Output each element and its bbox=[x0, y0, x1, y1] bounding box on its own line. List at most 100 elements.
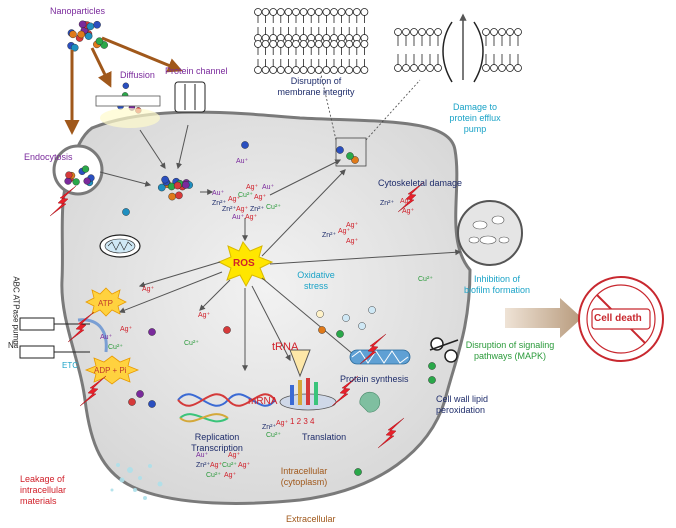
ion-ag-18: Ag⁺ bbox=[120, 326, 133, 333]
lipid-head bbox=[426, 64, 434, 72]
free-particle bbox=[354, 468, 362, 476]
ion-zn-1: Zn²⁺ bbox=[212, 200, 227, 207]
lipid-head bbox=[269, 40, 278, 48]
lightning-bolt-icon bbox=[79, 375, 107, 407]
label-disruption-membrane: Disruption of membrane integrity bbox=[277, 76, 355, 97]
lipid-head bbox=[269, 8, 278, 16]
cell-death-arrow bbox=[505, 298, 582, 338]
protein-coil bbox=[349, 349, 411, 365]
free-particle bbox=[128, 398, 136, 406]
dna-helix-2 bbox=[179, 413, 229, 423]
label-oxidative: Oxidative stress bbox=[297, 270, 335, 291]
ion-zn-5: Zn²⁺ bbox=[322, 232, 337, 239]
abc-pump bbox=[19, 317, 90, 359]
lipid-head bbox=[410, 64, 418, 72]
lipid-head bbox=[254, 66, 262, 74]
free-particle bbox=[368, 306, 376, 314]
label-protein-channel: Protein channel bbox=[165, 66, 228, 76]
ion-ag-1: Ag⁺ bbox=[246, 184, 259, 191]
lipid-head bbox=[426, 28, 434, 36]
lipid-head bbox=[284, 40, 293, 48]
free-particle bbox=[148, 400, 156, 408]
ion-ag-16: Ag⁺ bbox=[238, 462, 251, 469]
lipid-head bbox=[360, 8, 369, 16]
ion-ag-4: Ag⁺ bbox=[236, 206, 249, 213]
ion-au-1: Au⁺ bbox=[236, 158, 249, 165]
ion-zn-2: Zn²⁺ bbox=[222, 206, 237, 213]
free-particle bbox=[358, 322, 366, 330]
lipid-head bbox=[314, 66, 323, 74]
label-na: Na bbox=[8, 341, 19, 350]
leakage-splatter bbox=[110, 463, 163, 500]
ion-ag-9: Ag⁺ bbox=[346, 222, 359, 229]
lipid-head bbox=[352, 40, 361, 48]
free-particle bbox=[122, 208, 130, 216]
label-pump: ABC ATPase pump bbox=[11, 276, 21, 345]
lipid-head bbox=[434, 28, 442, 36]
ion-zn-3: Zn²⁺ bbox=[250, 206, 265, 213]
lightning-bolt-icon bbox=[397, 181, 425, 213]
nanoparticle bbox=[69, 30, 77, 39]
ion-au-4: Au⁺ bbox=[232, 214, 245, 221]
lipid-head bbox=[307, 40, 316, 48]
adp-burst bbox=[84, 355, 140, 385]
lipid-head bbox=[292, 8, 300, 16]
lipid-head bbox=[434, 64, 442, 72]
nanoparticle bbox=[175, 191, 183, 200]
pacman-protein bbox=[359, 391, 381, 413]
free-particle bbox=[223, 326, 231, 334]
label-protein-synthesis: Protein synthesis bbox=[340, 374, 409, 384]
nanoparticle bbox=[161, 175, 169, 184]
lipid-head bbox=[506, 64, 514, 72]
lipid-head bbox=[506, 28, 514, 36]
ion-cu-8: Cu²⁺ bbox=[108, 344, 123, 351]
lipid-head bbox=[514, 64, 522, 72]
lipid-head bbox=[330, 40, 338, 48]
label-lipid: Cell wall lipid peroxidation bbox=[436, 394, 489, 415]
trna-shape bbox=[289, 349, 311, 378]
ion-ag-2: Ag⁺ bbox=[228, 196, 241, 203]
ion-cu-6: Cu²⁺ bbox=[222, 462, 237, 469]
label-codons: 1 2 3 4 bbox=[290, 417, 315, 426]
label-damage-efflux: Damage to protein efflux pump bbox=[449, 102, 501, 134]
lipid-head bbox=[352, 66, 361, 74]
lightning-bolt-icon bbox=[49, 185, 77, 217]
ion-zn-4: Zn²⁺ bbox=[380, 200, 395, 207]
lipid-head bbox=[337, 8, 346, 16]
free-particle bbox=[136, 390, 144, 398]
label-translation: Translation bbox=[302, 432, 347, 442]
label-ros: ROS bbox=[233, 258, 255, 269]
ion-zn-7: Zn²⁺ bbox=[196, 462, 211, 469]
ion-ag-7: Ag⁺ bbox=[402, 208, 415, 215]
label-extracellular: Extracellular bbox=[286, 514, 336, 524]
cell-body bbox=[60, 110, 472, 505]
label-nanoparticles: Nanoparticles bbox=[50, 6, 106, 16]
lipid-head bbox=[284, 66, 293, 74]
atp-burst bbox=[85, 287, 127, 317]
nanoparticle bbox=[181, 181, 190, 189]
lipid-head bbox=[292, 40, 300, 48]
label-signaling: Disruption of signaling pathways (MAPK) bbox=[465, 340, 555, 361]
lipid-head bbox=[394, 28, 402, 36]
zoom-box bbox=[335, 137, 367, 167]
nanoparticle bbox=[157, 183, 166, 192]
lipid-head bbox=[322, 40, 331, 48]
label-biofilm: Inhibition of biofilm formation bbox=[463, 274, 531, 295]
lightning-bolt-icon bbox=[359, 333, 387, 365]
lipid-head bbox=[314, 8, 323, 16]
signaling-receptor bbox=[429, 337, 459, 363]
label-intracellular: Intracellular (cytoplasm) bbox=[280, 466, 328, 487]
membrane-bilayer bbox=[254, 8, 369, 74]
free-particle bbox=[342, 314, 350, 322]
lightning-bolt-icon bbox=[67, 311, 95, 343]
lipid-head bbox=[418, 28, 426, 36]
lipid-head bbox=[307, 66, 316, 74]
mitochondrion bbox=[99, 234, 141, 258]
lipid-head bbox=[345, 8, 354, 16]
lipid-head bbox=[284, 8, 293, 16]
lipid-head bbox=[299, 40, 308, 48]
ion-ag-6: Ag⁺ bbox=[400, 198, 413, 205]
label-trna: tRNA bbox=[272, 341, 299, 353]
ion-ag-12: Ag⁺ bbox=[198, 312, 211, 319]
